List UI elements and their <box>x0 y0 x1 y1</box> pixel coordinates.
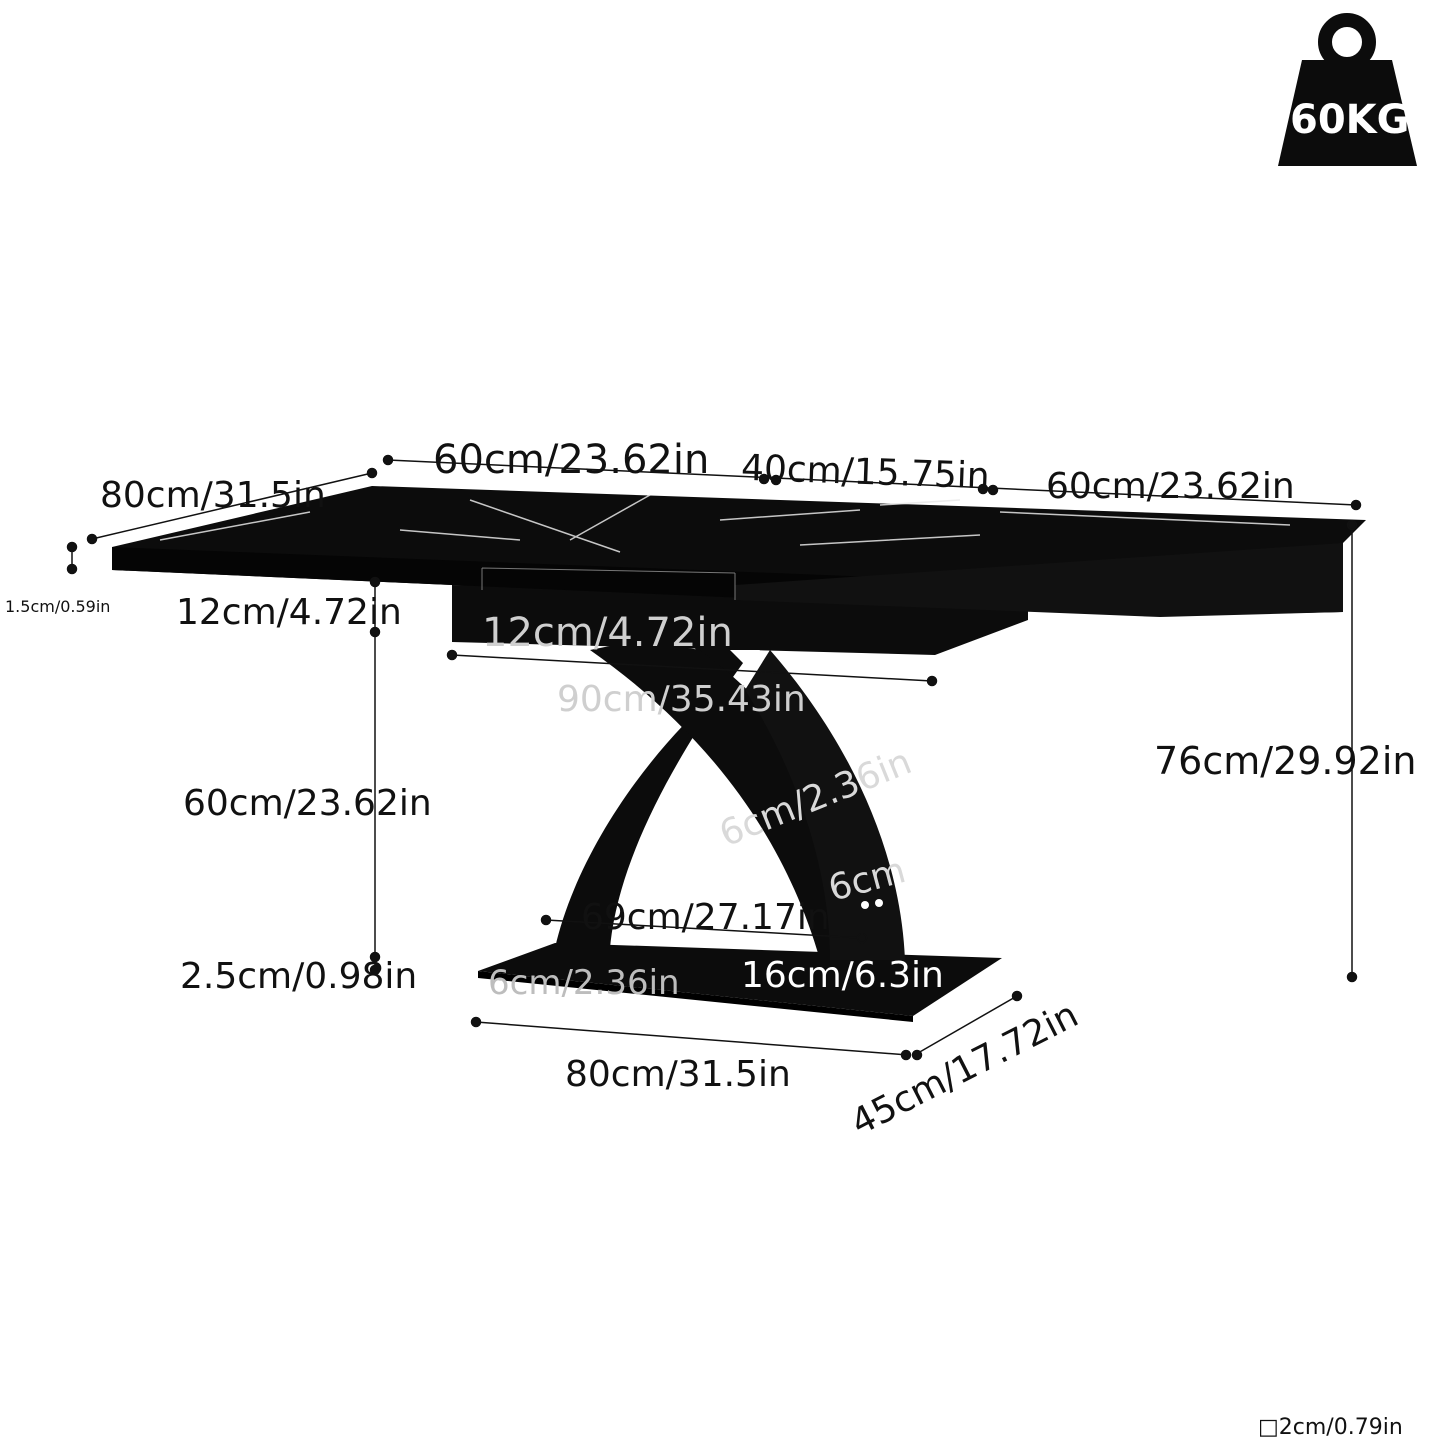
table-base <box>478 943 1002 1022</box>
dim-top-leaf-right: 60cm/23.62in <box>1046 466 1295 507</box>
weight-icon <box>1278 13 1417 166</box>
dim-top-leaf-left: 60cm/23.62in <box>433 437 710 483</box>
dimension-lines <box>66 454 1362 1061</box>
inner-markers <box>730 650 883 909</box>
dim-total-height: 76cm/29.92in <box>1154 739 1417 783</box>
dim-base-length: 80cm/31.5in <box>565 1054 791 1095</box>
dim-apron-height-left: 12cm/4.72in <box>176 592 402 633</box>
dim-top-leaf-middle: 40cm/15.75in <box>740 447 991 498</box>
dim-top-depth: 80cm/31.5in <box>100 475 326 516</box>
dim-base-thickness: 2.5cm/0.98in <box>180 956 418 997</box>
dim-apron-height-front: 12cm/4.72in <box>482 610 733 656</box>
dim-leg-height: 60cm/23.62in <box>183 783 432 824</box>
dim-leg-span: 69cm/27.17in <box>581 897 830 938</box>
dim-base-leg-width: 6cm/2.36in <box>488 963 680 1003</box>
footnote: □2cm/0.79in <box>1258 1415 1403 1440</box>
dim-base-inner: 16cm/6.3in <box>741 955 944 996</box>
dim-apron-length: 90cm/35.43in <box>557 679 806 720</box>
weight-label: 60KG <box>1290 97 1410 143</box>
tabletop <box>112 486 1366 617</box>
dim-top-thickness: 1.5cm/0.59in <box>5 597 111 616</box>
x-legs <box>555 640 905 960</box>
